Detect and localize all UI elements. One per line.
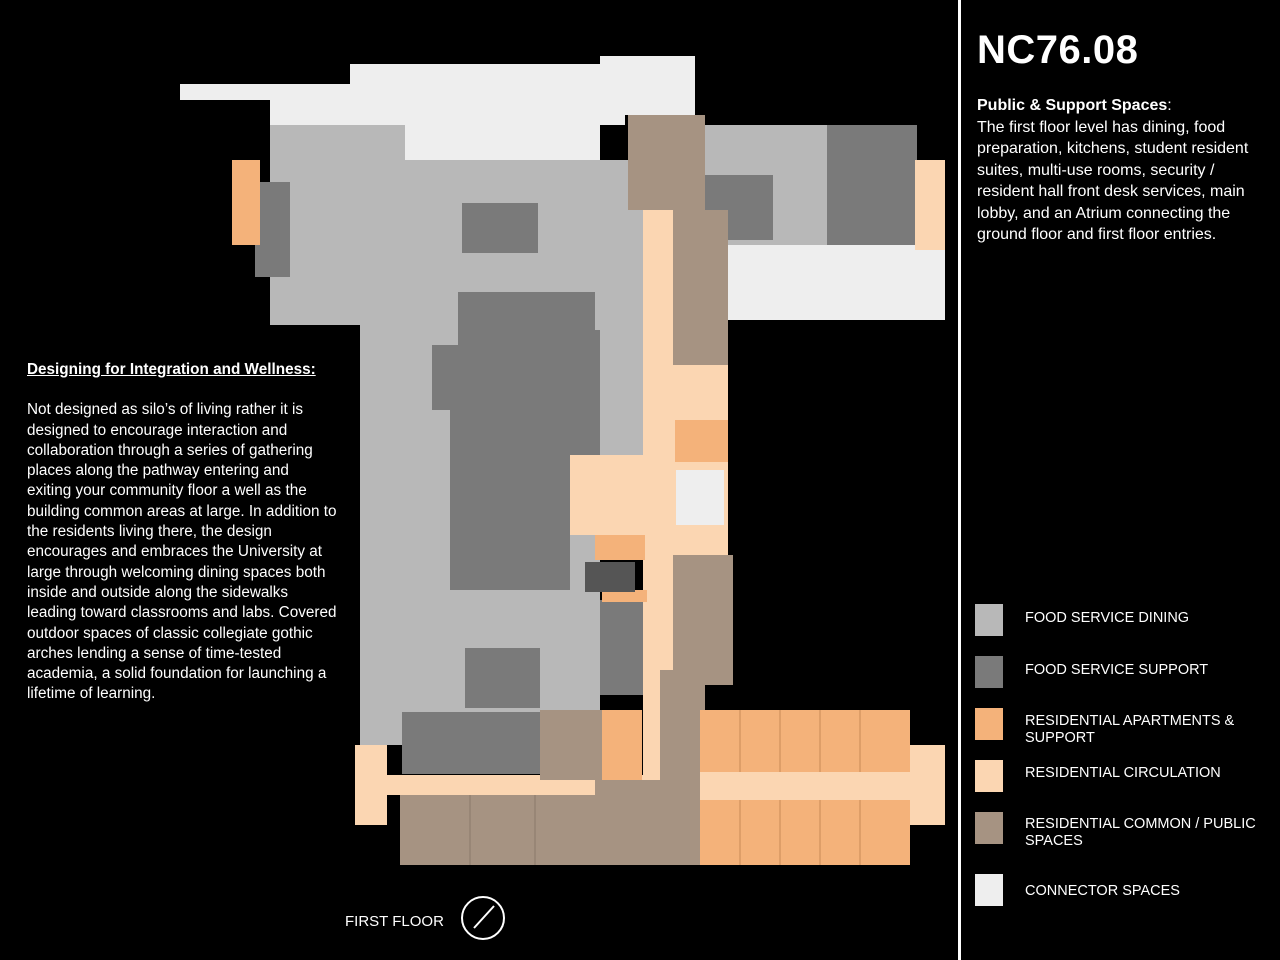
apartments-mid [602, 590, 647, 602]
legend-label: CONNECTOR SPACES [1025, 883, 1180, 899]
floor-plan [180, 56, 945, 865]
legend-swatch [975, 708, 1003, 740]
stair-southwest [355, 745, 387, 825]
legend-item-connector: CONNECTOR SPACES [975, 874, 1275, 908]
support-restrooms [402, 712, 542, 774]
legend-item-dining: FOOD SERVICE DINING [975, 604, 1275, 638]
common-north-lobby [628, 115, 705, 210]
legend-item-support: FOOD SERVICE SUPPORT [975, 656, 1275, 690]
page-title: NC76.08 [977, 28, 1139, 72]
legend-label: FOOD SERVICE DINING [1025, 610, 1190, 626]
circulation-east-wing [700, 772, 915, 800]
integration-text: Designing for Integration and Wellness: … [27, 360, 337, 705]
common-east-mid [673, 555, 733, 685]
description-body: The first floor level has dining, food p… [977, 118, 1249, 244]
stair-core [676, 470, 724, 525]
legend-label: RESIDENTIAL CIRCULATION [1025, 765, 1221, 781]
connector-north [180, 56, 695, 160]
legend-item-circulation: RESIDENTIAL CIRCULATION [975, 760, 1275, 794]
elevator-core [585, 562, 635, 592]
legend-label: FOOD SERVICE SUPPORT [1025, 662, 1209, 678]
north-arrow-icon [461, 896, 505, 940]
apartments-center [602, 710, 642, 780]
legend-swatch [975, 874, 1003, 906]
floor-label: FIRST FLOOR [345, 913, 444, 930]
common-south-center [595, 780, 710, 865]
legend-label: RESIDENTIAL APARTMENTS & SUPPORT [1025, 713, 1235, 746]
support-northeast [827, 125, 917, 245]
support-small-north [462, 203, 538, 253]
common-room-lines [469, 795, 536, 865]
dining-northwest [270, 125, 405, 325]
description: Public & Support Spaces: The first floor… [977, 97, 1249, 244]
legend-swatch [975, 812, 1003, 844]
integration-heading: Designing for Integration and Wellness: [27, 361, 316, 378]
legend-label: RESIDENTIAL COMMON / PUBLIC SPACES [1025, 816, 1256, 849]
common-east-low [660, 670, 705, 780]
legend-swatch [975, 656, 1003, 688]
apartments-core [675, 420, 728, 462]
support-kitchen [432, 292, 600, 590]
circulation-core [673, 365, 728, 560]
support-south [465, 648, 540, 708]
circulation-atrium [570, 455, 645, 535]
apartment-room-lines [739, 710, 861, 865]
common-south-west [400, 795, 630, 865]
divider [958, 0, 961, 960]
common-east-spine [673, 210, 728, 365]
support-mid [600, 600, 648, 695]
connector-east [705, 245, 945, 320]
circulation-stair-west [232, 160, 260, 245]
circulation-east-top [915, 160, 945, 250]
apartments-small [595, 535, 645, 560]
legend-item-apartments: RESIDENTIAL APARTMENTS & SUPPORT [975, 708, 1275, 746]
legend-swatch [975, 604, 1003, 636]
common-sw-room [540, 710, 602, 780]
integration-body: Not designed as silo’s of living rather … [27, 401, 337, 703]
support-west [255, 182, 290, 277]
description-heading: Public & Support Spaces [977, 97, 1168, 114]
legend-item-common: RESIDENTIAL COMMON / PUBLIC SPACES [975, 812, 1275, 849]
stair-southeast [910, 745, 945, 825]
legend-swatch [975, 760, 1003, 792]
